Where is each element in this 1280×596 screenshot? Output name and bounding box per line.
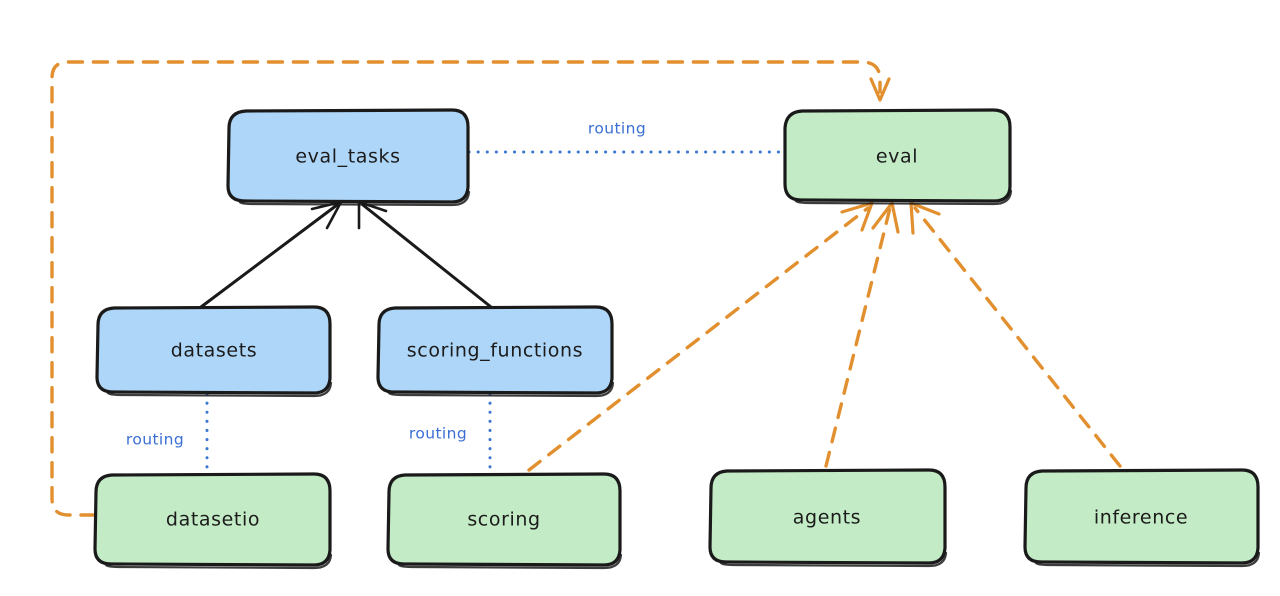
node-datasetio-box	[93, 472, 332, 567]
node-scoring-functions-box	[376, 305, 614, 395]
node-datasets-label: datasets	[171, 340, 258, 362]
node-inference-label: inference	[1094, 507, 1188, 529]
node-eval-tasks-box	[226, 108, 470, 204]
edge-label-routing-datasetio: routing	[126, 431, 184, 449]
node-datasets-box	[95, 305, 332, 395]
edge-datasets-evaltasks[interactable]	[199, 200, 343, 309]
node-scoring-box	[386, 472, 622, 567]
node-eval-label: eval	[876, 146, 918, 168]
edge-scoring-eval-path	[527, 206, 870, 472]
node-eval-tasks-label: eval_tasks	[295, 146, 400, 168]
edge-agents-eval[interactable]	[824, 201, 900, 468]
edge-layer	[50, 60, 1122, 517]
node-agents[interactable]: agents	[708, 468, 948, 568]
edge-datasetio-eval-arrowhead	[869, 77, 891, 102]
edge-inference-eval[interactable]	[909, 201, 1122, 468]
edge-datasetio-eval-path	[50, 60, 882, 517]
node-datasetio[interactable]: datasetio	[93, 472, 333, 570]
node-datasetio-label: datasetio	[166, 509, 260, 531]
edge-scoringfunctions-evaltasks[interactable]	[357, 200, 493, 309]
edge-scoringfunctions-evaltasks-path	[361, 203, 493, 309]
node-agents-label: agents	[793, 507, 861, 529]
node-scoring-functions[interactable]: scoring_functions	[376, 305, 615, 398]
node-scoring[interactable]: scoring	[386, 472, 623, 570]
node-scoring-label: scoring	[467, 509, 540, 531]
edge-datasets-evaltasks-path	[199, 203, 339, 309]
node-inference[interactable]: inference	[1023, 468, 1261, 568]
node-agents-box	[708, 468, 947, 565]
edge-datasetio-eval[interactable]	[50, 60, 891, 517]
node-datasets[interactable]: datasets	[95, 305, 333, 398]
node-scoring-functions-label: scoring_functions	[407, 340, 583, 362]
edge-label-layer: routing routing routing	[126, 120, 646, 449]
edge-label-routing-scoring: routing	[409, 425, 467, 443]
node-eval-box	[783, 108, 1012, 203]
node-layer: eval_tasks eval datasets scoring_functio…	[93, 108, 1261, 570]
node-eval[interactable]: eval	[783, 108, 1013, 206]
edge-agents-eval-path	[824, 206, 892, 468]
node-inference-box	[1023, 468, 1260, 565]
edge-label-routing-eval: routing	[588, 120, 646, 138]
edge-agents-eval-arrowhead	[871, 201, 900, 234]
node-eval-tasks[interactable]: eval_tasks	[226, 108, 471, 207]
edge-inference-eval-path	[913, 206, 1122, 468]
